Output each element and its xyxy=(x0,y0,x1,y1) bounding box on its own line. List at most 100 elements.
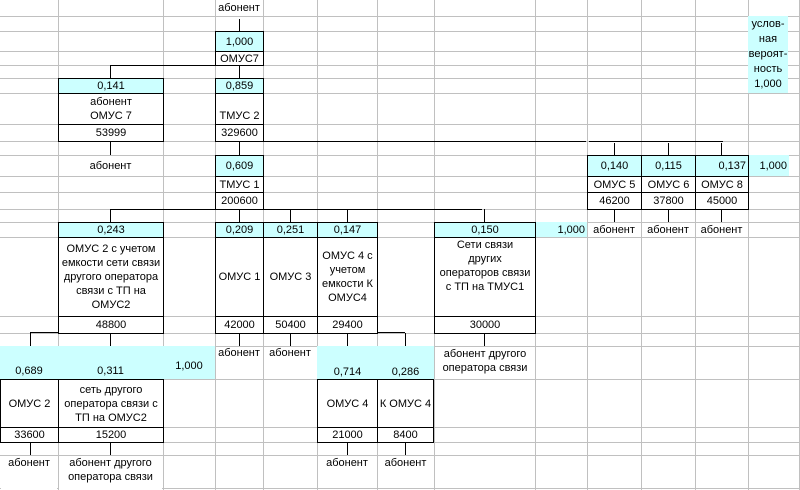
omus8-probability[interactable]: 0,137 xyxy=(695,155,749,177)
other-op-name[interactable]: сеть другого оператора связи с ТП на ОМУ… xyxy=(58,379,164,428)
connector xyxy=(30,333,31,346)
omus1-probability[interactable]: 0,209 xyxy=(215,222,264,238)
connector xyxy=(347,443,348,455)
k-omus4-name[interactable]: К ОМУС 4 xyxy=(377,379,434,428)
connector xyxy=(264,141,586,142)
connector xyxy=(484,333,485,346)
omus8-count[interactable]: 45000 xyxy=(695,192,749,210)
omus1-subscriber: абонент xyxy=(218,347,260,359)
omus2-ext-name[interactable]: ОМУС 2 с учетом емкости сети связи друго… xyxy=(58,237,164,317)
connector xyxy=(668,209,669,222)
omus5-name[interactable]: ОМУС 5 xyxy=(587,176,642,193)
gridline xyxy=(0,192,800,193)
omus7-subscriber-name[interactable]: абонент ОМУС 7 xyxy=(58,93,164,125)
omus7-subscriber-count[interactable]: 53999 xyxy=(58,124,164,142)
connector xyxy=(484,209,485,222)
connector xyxy=(239,209,240,222)
connector xyxy=(347,333,348,346)
gridline xyxy=(0,176,800,177)
gridline xyxy=(0,488,800,489)
connector xyxy=(614,143,615,155)
omus7-name[interactable]: ОМУС7 xyxy=(215,51,264,66)
connector xyxy=(614,209,615,222)
omus4-subscriber: абонент xyxy=(318,456,376,476)
omus4-count[interactable]: 21000 xyxy=(317,427,378,443)
connector xyxy=(110,209,111,222)
connector xyxy=(30,332,58,333)
mid-total: 1,000 xyxy=(536,222,587,237)
omus4-name[interactable]: ОМУС 4 xyxy=(317,379,378,428)
omus3-probability[interactable]: 0,251 xyxy=(263,222,318,238)
omus1-name[interactable]: ОМУС 1 xyxy=(215,237,264,317)
connector xyxy=(290,209,291,222)
omus2-subscriber: абонент xyxy=(1,456,57,489)
gridline xyxy=(0,455,800,456)
gridline xyxy=(0,65,800,66)
tmus1-probability[interactable]: 0,609 xyxy=(215,155,264,177)
omus7-subscriber-probability[interactable]: 0,141 xyxy=(58,78,164,94)
gridline xyxy=(0,222,800,223)
omus1-count[interactable]: 42000 xyxy=(215,316,264,334)
connector xyxy=(347,209,348,222)
tmus2-probability[interactable]: 0,859 xyxy=(215,78,264,94)
omus4-probability[interactable]: 0,714 xyxy=(317,346,378,380)
gridline xyxy=(0,78,800,79)
gridline xyxy=(0,124,800,125)
omus5-probability[interactable]: 0,140 xyxy=(587,155,642,177)
omus8-name[interactable]: ОМУС 8 xyxy=(695,176,749,193)
connector xyxy=(110,443,111,455)
omus3-subscriber: абонент xyxy=(269,347,311,359)
omus2-count[interactable]: 33600 xyxy=(0,427,59,443)
omus4-ext-probability[interactable]: 0,147 xyxy=(317,222,378,238)
gridline xyxy=(0,93,800,94)
connector xyxy=(239,333,240,346)
gridline xyxy=(0,51,800,52)
omus4-ext-name[interactable]: ОМУС 4 с учетом емкости К ОМУС4 xyxy=(317,237,378,317)
tmus2-count[interactable]: 329600 xyxy=(215,124,264,142)
gridline xyxy=(0,16,800,17)
right-group-total: 1,000 xyxy=(749,155,789,176)
gridline xyxy=(0,155,800,156)
other-op-count[interactable]: 15200 xyxy=(58,427,164,443)
other-nets-subscriber: абонент другого оператора связи xyxy=(435,347,535,378)
tmus1-count[interactable]: 200600 xyxy=(215,192,264,210)
gridline xyxy=(0,237,800,238)
tmus1-name[interactable]: ТМУС 1 xyxy=(215,176,264,193)
omus7-probability[interactable]: 1,000 xyxy=(215,31,264,52)
tmus2-name[interactable]: ТМУС 2 xyxy=(215,93,264,125)
other-nets-probability[interactable]: 0,150 xyxy=(434,222,536,238)
omus2-probability[interactable]: 0,689 xyxy=(0,346,58,379)
connector xyxy=(110,141,111,155)
connector xyxy=(239,19,240,31)
top-subscriber-label: абонент xyxy=(218,2,260,14)
connector xyxy=(110,65,215,66)
omus6-count[interactable]: 37800 xyxy=(641,192,696,210)
connector xyxy=(110,333,111,346)
omus3-name[interactable]: ОМУС 3 xyxy=(263,237,318,317)
gridline xyxy=(0,333,800,334)
connector xyxy=(405,443,406,455)
omus3-count[interactable]: 50400 xyxy=(263,316,318,334)
connector xyxy=(239,65,240,78)
omus2-name[interactable]: ОМУС 2 xyxy=(0,379,59,428)
gridline xyxy=(0,316,800,317)
omus6-probability[interactable]: 0,115 xyxy=(641,155,696,177)
gridline xyxy=(587,0,588,490)
omus2-ext-probability[interactable]: 0,243 xyxy=(58,222,164,238)
connector xyxy=(378,332,405,333)
connector xyxy=(30,443,31,455)
connector xyxy=(290,333,291,346)
k-omus4-count[interactable]: 8400 xyxy=(377,427,434,443)
omus5-count[interactable]: 46200 xyxy=(587,192,642,210)
other-op-probability[interactable]: 0,311 xyxy=(58,346,163,379)
other-nets-name[interactable]: Сети связи других операторов связи с ТП … xyxy=(434,237,536,317)
omus2-ext-count[interactable]: 48800 xyxy=(58,316,164,334)
omus4-ext-count[interactable]: 29400 xyxy=(317,316,378,334)
other-nets-count[interactable]: 30000 xyxy=(434,316,536,334)
connector xyxy=(589,141,723,142)
connector xyxy=(110,65,111,78)
omus6-subscriber: абонент xyxy=(647,223,689,236)
omus5-subscriber: абонент xyxy=(593,223,635,236)
k-omus4-probability[interactable]: 0,286 xyxy=(377,346,434,380)
omus6-name[interactable]: ОМУС 6 xyxy=(641,176,696,193)
